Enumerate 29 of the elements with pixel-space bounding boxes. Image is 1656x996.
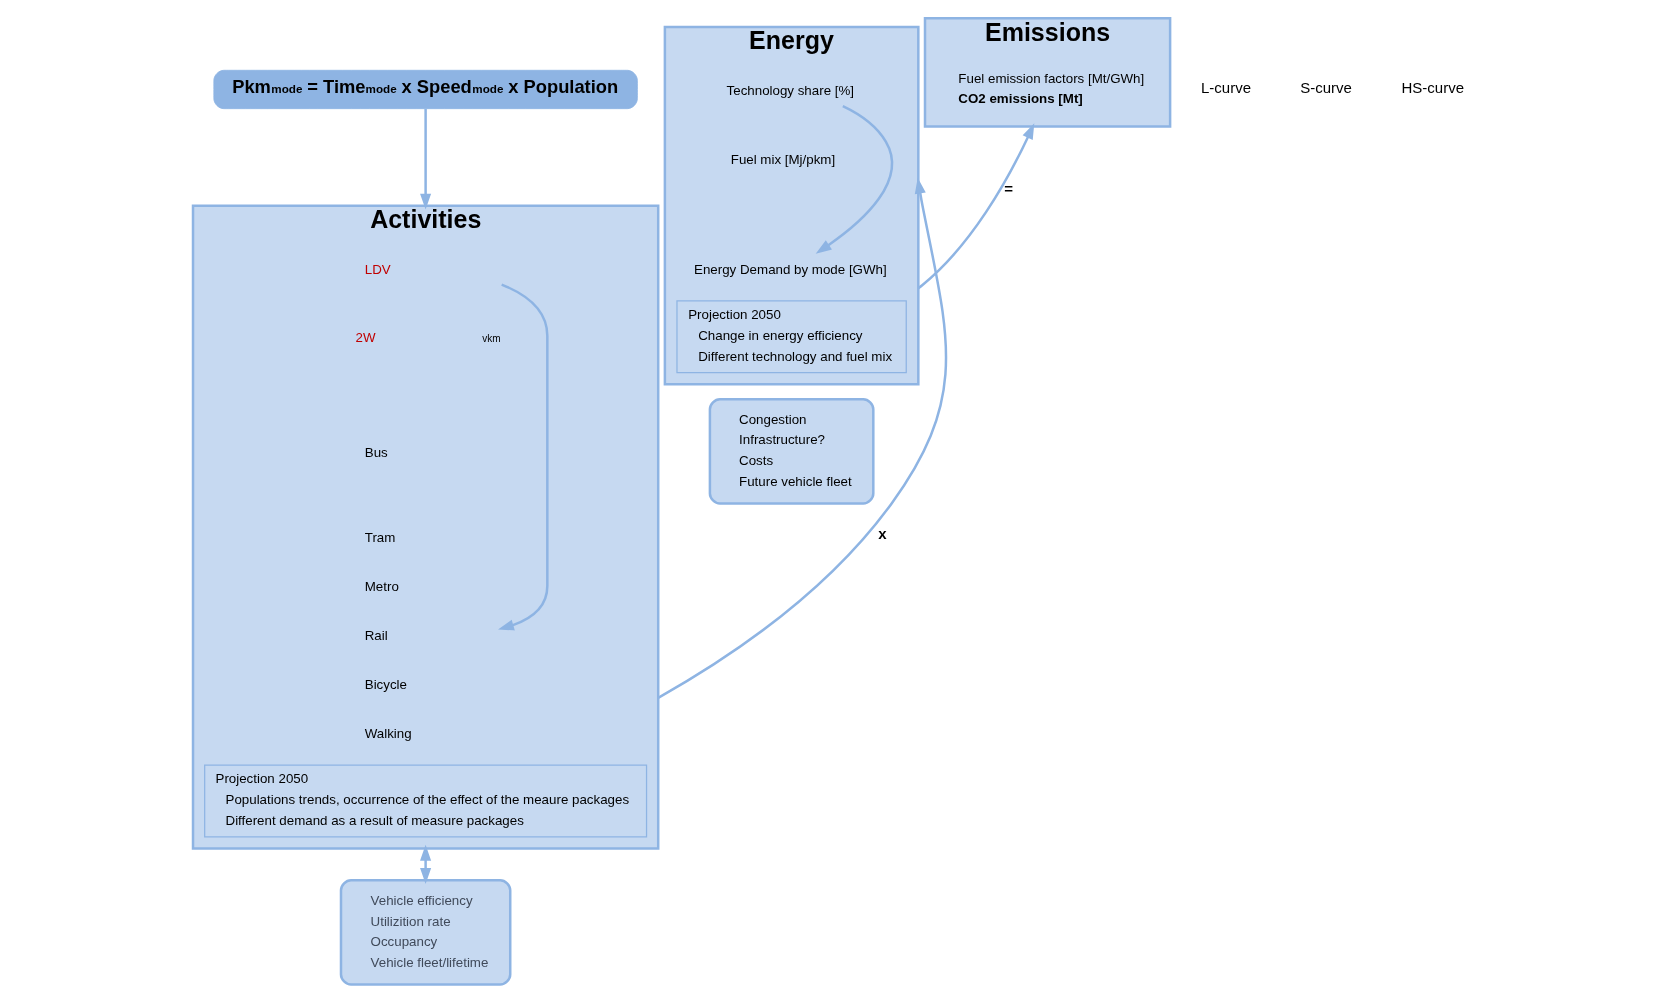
node-text: LDV <box>364 261 391 277</box>
node-text: Technology share [%] <box>726 83 854 99</box>
node-text: Energy Demand by mode [GWh] <box>693 261 887 277</box>
node-text: Rail <box>364 627 388 643</box>
arrow <box>419 108 431 210</box>
arrow <box>657 177 947 699</box>
node-text: 2W <box>355 330 376 346</box>
label: L-curve <box>1200 79 1251 97</box>
node-box: Projection 2050 Populations trends, occurrence of the effect of the meaure packages Different demand as a result of measure packages <box>203 764 647 838</box>
arrow <box>497 283 549 631</box>
node-box: Projection 2050 Change in energy efficiency Different technology and fuel mix <box>675 300 907 374</box>
node-box: Pkmmode = Timemode x Speedmode x Population <box>212 69 638 110</box>
edge-label: x <box>877 524 887 542</box>
node-box: Vehicle efficiency Utilizition rate Occupancy Vehicle fleet/lifetime <box>339 879 511 986</box>
node-text: Fuel emission factors [Mt/GWh] CO2 emissions [Mt] <box>957 70 1144 106</box>
node-text: Bus <box>364 444 388 460</box>
arrow <box>917 123 1034 290</box>
node-text: Metro <box>364 578 399 594</box>
edge-label: = <box>1003 179 1013 197</box>
node-text: Fuel mix [Mj/pkm] <box>730 151 835 167</box>
node-text: Walking <box>364 726 412 742</box>
node-label: vkm <box>481 332 501 344</box>
node-text: Tram <box>364 529 395 545</box>
arrow <box>815 105 893 254</box>
label: S-curve <box>1299 79 1352 97</box>
node-text: Bicycle <box>364 677 407 693</box>
node-box: Congestion Infrastructure? Costs Future vehicle fleet <box>708 397 875 505</box>
label: HS-curve <box>1400 79 1464 97</box>
arrow <box>419 844 431 884</box>
